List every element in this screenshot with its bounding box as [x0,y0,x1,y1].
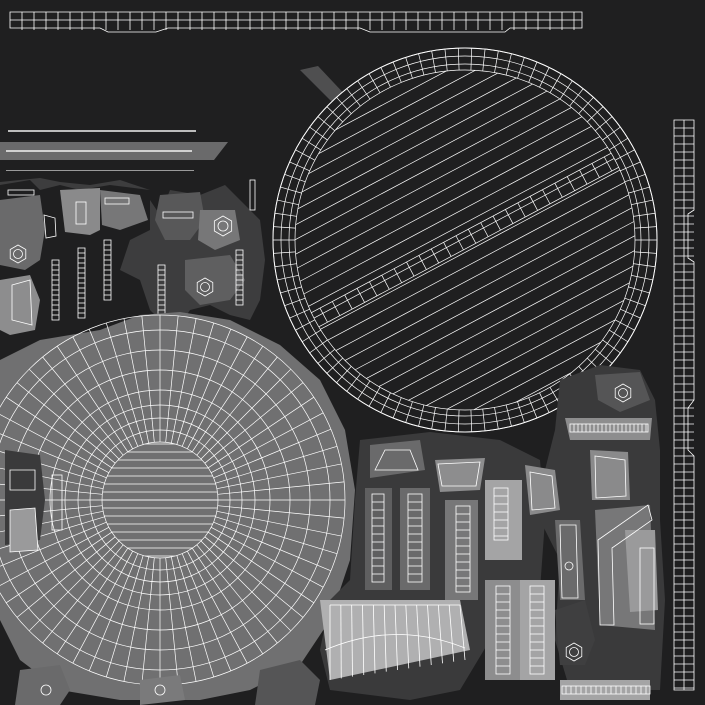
uv-disc-large-bottom-left [0,312,355,700]
uv-small-parts-cluster-bottom [320,432,555,700]
uv-strip-top [9,11,583,33]
uv-disc-large-top [272,47,658,433]
uv-thin-bars-left [0,130,228,171]
uv-small-parts-cluster-right [280,365,665,700]
uv-small-islands-misc [15,660,320,705]
uv-strip-right [673,119,695,691]
uv-small-parts-cluster-left [0,178,265,335]
